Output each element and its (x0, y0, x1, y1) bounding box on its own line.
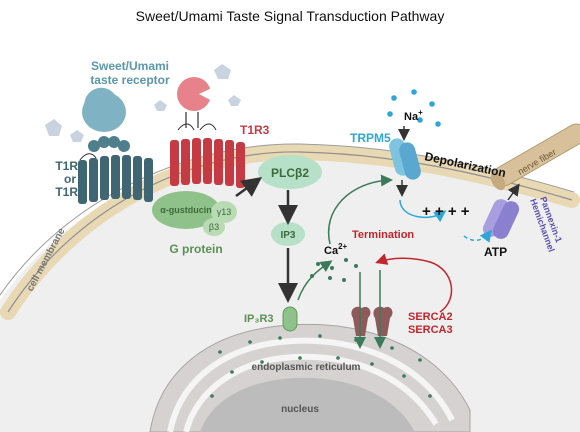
label-plus-signs: + + + + (422, 203, 470, 220)
ligand-molecules (45, 64, 241, 142)
label-g-protein: G protein (169, 242, 222, 256)
label-trpm5: TRPM5 (350, 131, 391, 145)
label-receptor-title-1: Sweet/Umami (91, 59, 169, 73)
arrow-plus-to-pannexin (463, 229, 492, 243)
ip3-molecule (271, 222, 305, 246)
label-t1r3: T1R3 (240, 123, 270, 137)
label-t1r2: T1R2 (55, 185, 85, 199)
plcb2-enzyme (258, 155, 322, 189)
pannexin-hemichannel (482, 199, 520, 239)
label-termination: Termination (352, 229, 414, 241)
label-or: or (64, 172, 76, 186)
label-endoplasmic-reticulum: endoplasmic reticulum (252, 362, 361, 373)
t1r1-receptor (78, 87, 153, 204)
sodium-ions (387, 89, 441, 127)
label-nucleus: nucleus (281, 404, 319, 415)
label-beta3: β3 (209, 222, 219, 232)
nucleus (200, 377, 415, 432)
t1r3-receptor (170, 77, 245, 188)
label-serca3: SERCA3 (408, 324, 453, 336)
serca-pumps (351, 306, 393, 336)
nerve-fiber (490, 123, 580, 191)
diagram-title: Sweet/Umami Taste Signal Transduction Pa… (135, 8, 445, 24)
arrow-gprotein-to-plc (235, 177, 263, 198)
label-t1r1: T1R1 (55, 159, 85, 173)
label-gamma13: γ13 (217, 207, 232, 217)
arrow-ip3r3-to-ca (297, 260, 333, 301)
label-serca2: SERCA2 (408, 311, 453, 323)
label-na: Na+ (404, 108, 423, 123)
ip3r3-channel (282, 306, 298, 332)
label-atp: ATP (484, 245, 507, 259)
arrow-termination (375, 253, 453, 313)
label-ip3r3: IP₃R3 (244, 313, 274, 325)
label-plcb2: PLCβ2 (271, 166, 309, 180)
g-protein-complex (152, 191, 237, 236)
label-ca: Ca2+ (324, 242, 348, 257)
label-receptor-title-2: taste receptor (90, 73, 170, 87)
label-ip3: IP3 (280, 230, 295, 241)
arrow-ca-to-trpm5 (327, 174, 393, 245)
arrow-atp-out (507, 183, 520, 201)
arrow-depolarization-curve (399, 199, 447, 223)
label-alpha-gustducin: α-gustducin (160, 205, 212, 215)
trpm5-channel (389, 138, 421, 180)
